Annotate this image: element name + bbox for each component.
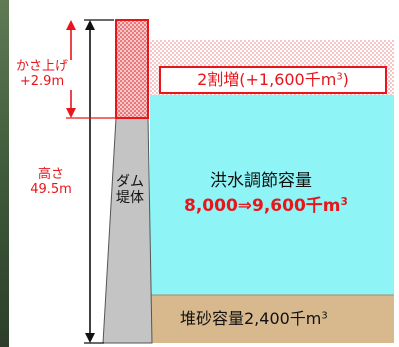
capacity-increase-box: 2割増(+1,600千m3) bbox=[159, 66, 387, 94]
height-arrow-top bbox=[85, 20, 95, 30]
raise-arrow-bottom bbox=[66, 108, 76, 118]
flood-control-storage bbox=[150, 95, 394, 295]
background-photo-strip bbox=[0, 0, 9, 347]
flood-control-title: 洪水調節容量 bbox=[210, 171, 312, 191]
sediment-label-text: 堆砂容量2,400千m bbox=[180, 309, 322, 328]
raise-label-line1: かさ上げ bbox=[15, 59, 68, 74]
sediment-storage bbox=[150, 295, 394, 343]
flood-control-value-sup: 3 bbox=[340, 196, 348, 209]
height-label-line1: 高さ bbox=[37, 167, 64, 182]
height-arrow-bottom bbox=[85, 333, 95, 343]
flood-control-value: 8,000⇒9,600千m3 bbox=[184, 196, 348, 217]
dam-body bbox=[102, 117, 153, 344]
sediment-label: 堆砂容量2,400千m3 bbox=[180, 309, 328, 328]
capacity-increase-sup: 3 bbox=[336, 71, 343, 83]
capacity-increase-text: 2割増(+1,600千m bbox=[197, 70, 337, 89]
raise-label: かさ上げ +2.9m bbox=[12, 59, 72, 90]
raise-arrow-top bbox=[66, 20, 76, 30]
dam-label-line1: ダム bbox=[116, 174, 144, 190]
dam-raise bbox=[115, 19, 149, 119]
dam-label-line2: 堤体 bbox=[116, 190, 144, 207]
dam-label: ダム 堤体 bbox=[108, 174, 152, 206]
sediment-label-sup: 3 bbox=[321, 310, 328, 322]
raise-label-line2: +2.9m bbox=[19, 73, 65, 89]
height-label-line2: 49.5m bbox=[30, 181, 72, 197]
capacity-increase-close: ) bbox=[342, 70, 349, 89]
height-label: 高さ 49.5m bbox=[28, 167, 74, 198]
flood-control-value-text: 8,000⇒9,600千m bbox=[184, 196, 341, 216]
